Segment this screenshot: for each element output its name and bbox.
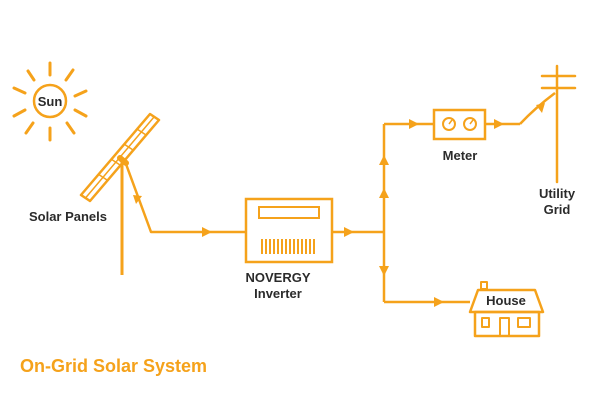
connection-lines	[124, 92, 556, 304]
house-icon	[468, 281, 545, 338]
diagram-title: On-Grid Solar System	[20, 356, 208, 376]
meter-icon	[432, 108, 487, 141]
solar-panel-icon	[79, 112, 161, 275]
arrow-up-upper	[379, 155, 389, 165]
arrow-to-inverter	[202, 227, 212, 237]
utility-label: Utility	[538, 186, 576, 201]
meter-label: Meter	[442, 148, 478, 163]
utility-grid-label: Utility Grid	[522, 186, 592, 218]
grid-label: Grid	[543, 202, 571, 217]
inverter-brand-label: NOVERGY	[245, 270, 311, 285]
arrow-from-inverter	[344, 227, 354, 237]
arrow-to-meter	[409, 119, 419, 129]
solar-panels-label: Solar Panels	[28, 209, 108, 224]
arrow-up-lower	[379, 188, 389, 198]
inverter-type-label: Inverter	[254, 286, 302, 301]
inverter-icon	[244, 197, 334, 264]
utility-pole-icon	[540, 64, 577, 184]
sun-icon	[12, 61, 88, 142]
flow-arrows	[133, 103, 545, 307]
sun-label: Sun	[37, 94, 63, 109]
arrow-to-pole	[536, 103, 545, 113]
arrow-down	[379, 266, 389, 276]
inverter-label: NOVERGY Inverter	[228, 270, 328, 302]
house-label: House	[486, 293, 526, 308]
arrow-meter-to-grid	[494, 119, 504, 129]
arrow-to-house	[434, 297, 444, 307]
arrow-panel-down	[133, 195, 142, 204]
